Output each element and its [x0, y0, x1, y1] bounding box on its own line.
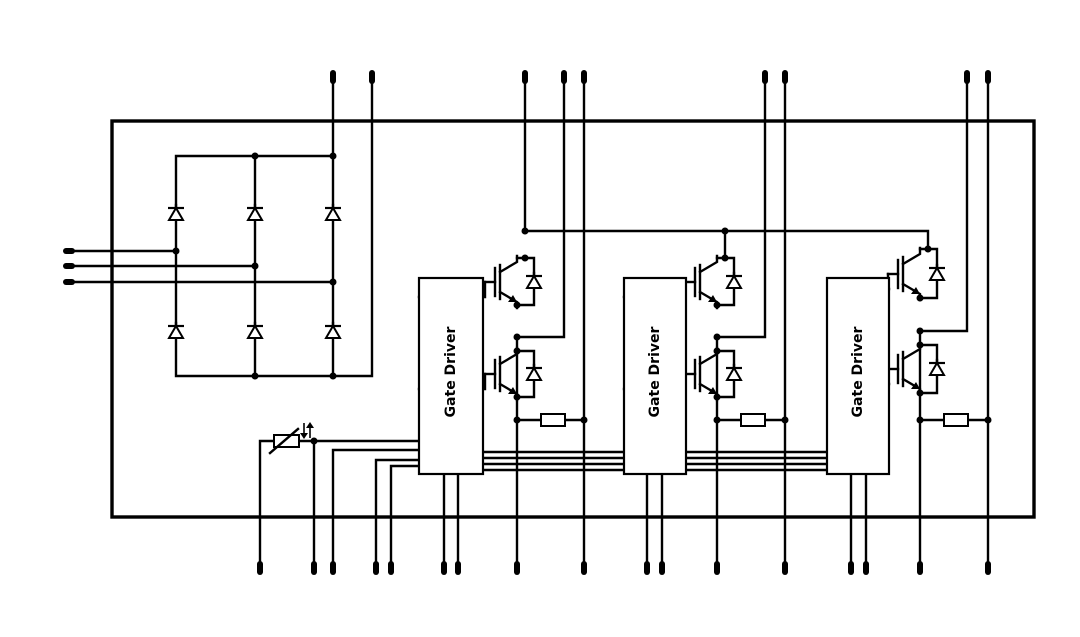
diode-icon — [524, 271, 544, 290]
diode-icon — [524, 363, 544, 382]
control-bus — [481, 450, 829, 472]
diode-icon — [927, 263, 947, 282]
pins — [63, 70, 991, 575]
igbt-icon — [683, 254, 719, 310]
gate-driver-1-label: Gate Driver — [443, 326, 459, 417]
gate-driver-3 — [825, 276, 891, 476]
igbt-icon — [483, 346, 519, 402]
igbt-icon — [483, 254, 519, 310]
diode-icon — [166, 321, 186, 340]
diode-icon — [724, 363, 744, 382]
diode-icon — [724, 271, 744, 290]
rectifier-bridge — [68, 78, 374, 380]
diode-icon — [927, 358, 947, 377]
phase-w-stage — [886, 245, 992, 427]
igbt-icon — [886, 246, 922, 302]
resistor-icon — [943, 413, 969, 427]
phase-u-stage — [417, 227, 588, 427]
diode-icon — [323, 321, 343, 340]
diode-icon — [323, 203, 343, 222]
resistor-icon — [540, 413, 566, 427]
gate-driver-3-label: Gate Driver — [850, 326, 866, 417]
diode-icon — [245, 321, 265, 340]
gate-driver-2-label: Gate Driver — [647, 326, 663, 417]
diode-icon — [245, 203, 265, 222]
shunt-lines — [582, 78, 990, 567]
resistor-icon — [740, 413, 766, 427]
gate-driver-inputs — [442, 472, 868, 567]
igbt-icon — [683, 346, 719, 402]
igbt-icon — [886, 341, 922, 397]
module-outline — [110, 119, 1036, 519]
diode-icon — [166, 203, 186, 222]
gate-driver-2 — [622, 276, 688, 476]
thermistor-section — [258, 422, 421, 567]
gate-driver-1 — [417, 276, 485, 476]
phase-output-lines — [515, 78, 969, 339]
